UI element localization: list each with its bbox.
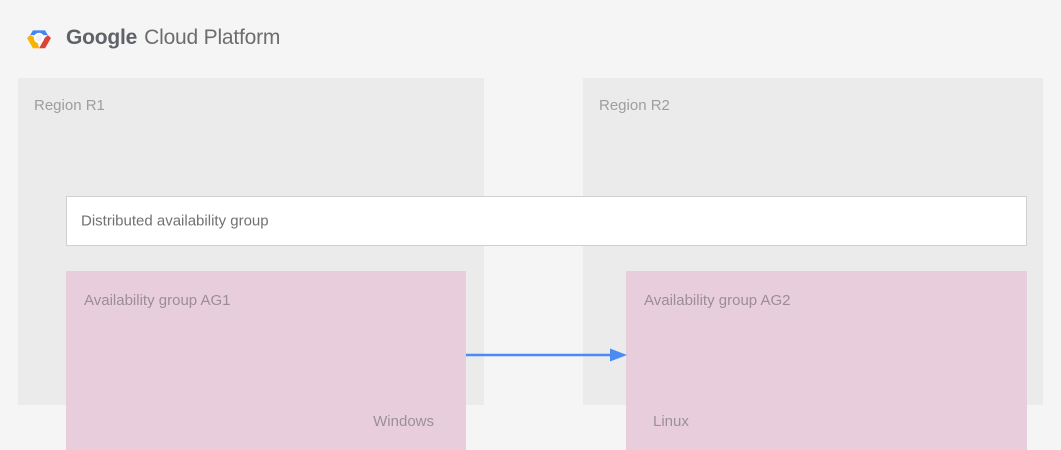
arrow-right-icon <box>466 348 627 362</box>
gcp-branding: Google Cloud Platform <box>22 20 280 56</box>
google-cloud-platform-logo-icon <box>27 30 51 49</box>
availability-group-ag2-box: Availability group AG2 Linux <box>626 271 1027 450</box>
region-title-r1: Region R1 <box>34 97 105 114</box>
diagram-card: Region R1 Region R2 Distributed availabi… <box>14 68 1047 450</box>
region-title-r2: Region R2 <box>599 97 670 114</box>
diagram-canvas: Google Cloud Platform Region R1 Region R… <box>14 20 1047 450</box>
brand-google-word: Google <box>66 26 138 49</box>
distributed-availability-group-box: Distributed availability group <box>66 196 1027 246</box>
brand-wordmark: Google Cloud Platform <box>66 26 280 50</box>
distributed-availability-group-label: Distributed availability group <box>81 212 269 230</box>
availability-group-ag2-title: Availability group AG2 <box>644 292 791 309</box>
availability-group-ag2-os-label: Linux <box>653 413 689 430</box>
brand-suffix-word: Cloud Platform <box>144 26 281 49</box>
availability-group-ag1-box: Availability group AG1 Windows <box>66 271 466 450</box>
availability-group-ag1-title: Availability group AG1 <box>84 292 231 309</box>
availability-group-ag1-os-label: Windows <box>373 413 434 430</box>
